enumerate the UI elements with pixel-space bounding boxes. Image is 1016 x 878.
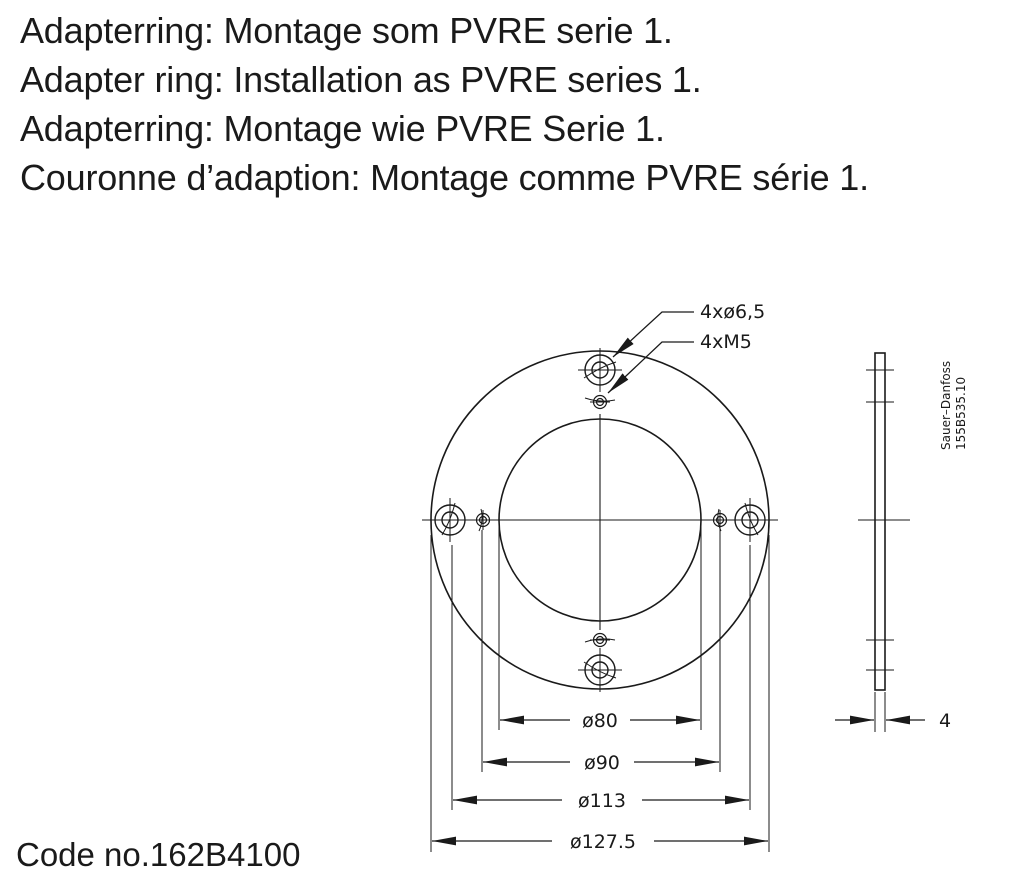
drawing-stamp: Sauer–Danfoss 155B535.10 xyxy=(939,361,968,450)
hole-note-leaders xyxy=(607,311,694,394)
side-view-hole-marks xyxy=(866,369,894,671)
dimension-labels: ø80 ø90 ø113 ø127.5 4xø6,5 4xM5 xyxy=(570,301,765,853)
caption-line-english: Adapter ring: Installation as PVRE serie… xyxy=(20,59,702,100)
stamp-company: Sauer–Danfoss xyxy=(939,361,953,450)
leader-through-holes xyxy=(612,311,694,358)
dimension-lines xyxy=(432,715,768,846)
caption-line-danish: Adapterring: Montage som PVRE serie 1. xyxy=(20,10,673,51)
hole-centre-marks xyxy=(449,348,751,692)
caption-line-german: Adapterring: Montage wie PVRE Serie 1. xyxy=(20,108,665,149)
front-view xyxy=(422,311,778,852)
stamp-number: 155B535.10 xyxy=(954,377,968,450)
caption: Adapterring: Montage som PVRE serie 1. A… xyxy=(20,6,869,202)
side-view-profile xyxy=(874,352,886,691)
thickness-dimension xyxy=(835,692,925,732)
dim-label-90: ø90 xyxy=(584,752,620,774)
leader-tapped-holes xyxy=(607,341,694,394)
dim-label-thickness: 4 xyxy=(939,710,951,732)
side-view xyxy=(835,352,925,732)
dim-label-113: ø113 xyxy=(578,790,626,812)
dim-label-127: ø127.5 xyxy=(570,831,636,853)
hole-note-through: 4xø6,5 xyxy=(700,301,765,323)
bolt-circle-arcs xyxy=(441,361,759,679)
dim-label-80: ø80 xyxy=(582,710,618,732)
tapped-holes xyxy=(475,394,728,648)
code-number-label: Code no.162B4100 xyxy=(16,836,301,873)
caption-line-french: Couronne d’adaption: Montage comme PVRE … xyxy=(20,157,869,198)
extension-lines xyxy=(430,525,770,852)
hole-note-tapped: 4xM5 xyxy=(700,331,752,353)
